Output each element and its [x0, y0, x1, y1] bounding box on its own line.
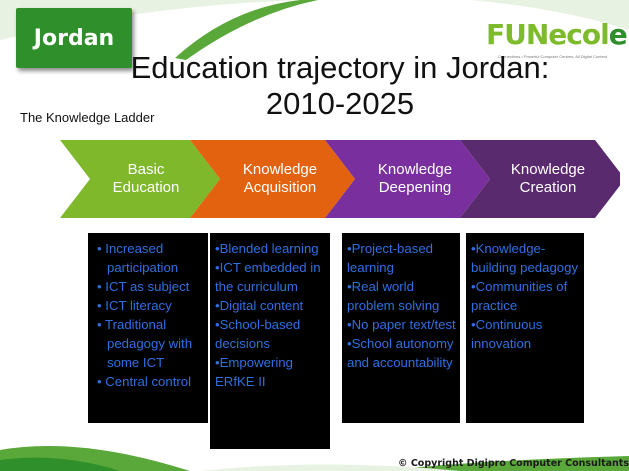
stage-chevron-1 [60, 140, 220, 218]
list-item: •Empowering ERfKE II [215, 355, 293, 389]
slide-title-line2: 2010-2025 [265, 86, 415, 121]
copyright-notice: © Copyright Digipro Computer Consultants [398, 458, 629, 469]
list-item-text: Continuous innovation [471, 317, 543, 351]
list-item: •Continuous innovation [471, 317, 543, 351]
stage-2-line2: Acquisition [243, 179, 317, 196]
stage-1-line2: Education [112, 179, 180, 196]
stage-chevron-3 [325, 140, 490, 218]
list-item: • Increased participation [97, 241, 179, 275]
list-item-text: ICT as subject [105, 279, 190, 294]
list-item-text: Increased participation [105, 241, 179, 275]
list-item: •School-based decisions [215, 317, 301, 351]
list-item: • Central control [97, 374, 192, 389]
list-item: • Traditional pedagogy with some ICT [97, 317, 193, 370]
list-item-text: ICT literacy [105, 298, 172, 313]
list-item: •Project-based learning [347, 241, 433, 275]
list-item: •Knowledge-building pedagogy [471, 241, 579, 275]
stage-1-line1: Basic [127, 161, 165, 178]
list-item-text: Blended learning [219, 241, 319, 256]
country-tag: Jordan [16, 8, 132, 68]
list-item-text: Traditional pedagogy with some ICT [105, 317, 193, 370]
slide-title-line1: Education trajectory in Jordan: [130, 50, 550, 85]
stage-4-line2: Creation [519, 179, 577, 196]
list-item-text: Knowledge-building pedagogy [471, 241, 579, 275]
list-item: •Real world problem solving [347, 279, 440, 313]
knowledge-acquisition-box: •Blended learning •ICT embedded in the c… [210, 233, 330, 449]
list-item-text: Real world problem solving [347, 279, 440, 313]
knowledge-ladder-label: The Knowledge Ladder [20, 110, 155, 125]
bottom-swoosh-decoration [0, 446, 629, 471]
logo-wordmark: FUNecole [486, 18, 628, 51]
list-item-text: School-based decisions [215, 317, 301, 351]
list-item-text: Central control [105, 374, 192, 389]
list-item-text: Project-based learning [347, 241, 433, 275]
logo-wordmark-main: FUNecol [486, 18, 610, 51]
funecole-logo: FUNecole Connections • Powerful Computer… [486, 18, 628, 68]
list-item: •Digital content [215, 298, 304, 313]
country-tag-label: Jordan [33, 25, 115, 51]
list-item-text: ICT embedded in the curriculum [215, 260, 321, 294]
stage-chevron-4 [460, 140, 620, 218]
basic-education-box: • Increased participation • ICT as subje… [88, 233, 208, 423]
knowledge-creation-box: •Knowledge-building pedagogy •Communitie… [466, 233, 584, 423]
stage-3-line2: Deepening [378, 179, 452, 196]
list-item-text: Digital content [219, 298, 304, 313]
list-item: •Blended learning [215, 241, 319, 256]
list-item-text: No paper text/test [351, 317, 456, 332]
list-item-text: School autonomy and accountability [347, 336, 454, 370]
stage-3-line1: Knowledge [377, 161, 453, 178]
logo-tagline: Connections • Powerful Computer Centres,… [498, 54, 608, 59]
logo-wordmark-tail: e [608, 18, 628, 51]
slide-title: Education trajectory in Jordan: 2010-202… [120, 50, 560, 122]
list-item: • ICT literacy [97, 298, 172, 313]
list-item-text: Communities of practice [471, 279, 568, 313]
list-item: •Communities of practice [471, 279, 568, 313]
stage-chevron-2 [190, 140, 355, 218]
list-item: • ICT as subject [97, 279, 190, 294]
list-item-text: Empowering ERfKE II [215, 355, 293, 389]
stage-chevrons-graphic [60, 140, 620, 218]
list-item: •No paper text/test [347, 317, 456, 332]
stage-2-line1: Knowledge [242, 161, 318, 178]
stage-4-line1: Knowledge [510, 161, 586, 178]
list-item: •ICT embedded in the curriculum [215, 260, 321, 294]
list-item: •School autonomy and accountability [347, 336, 454, 370]
knowledge-deepening-box: •Project-based learning •Real world prob… [342, 233, 460, 423]
